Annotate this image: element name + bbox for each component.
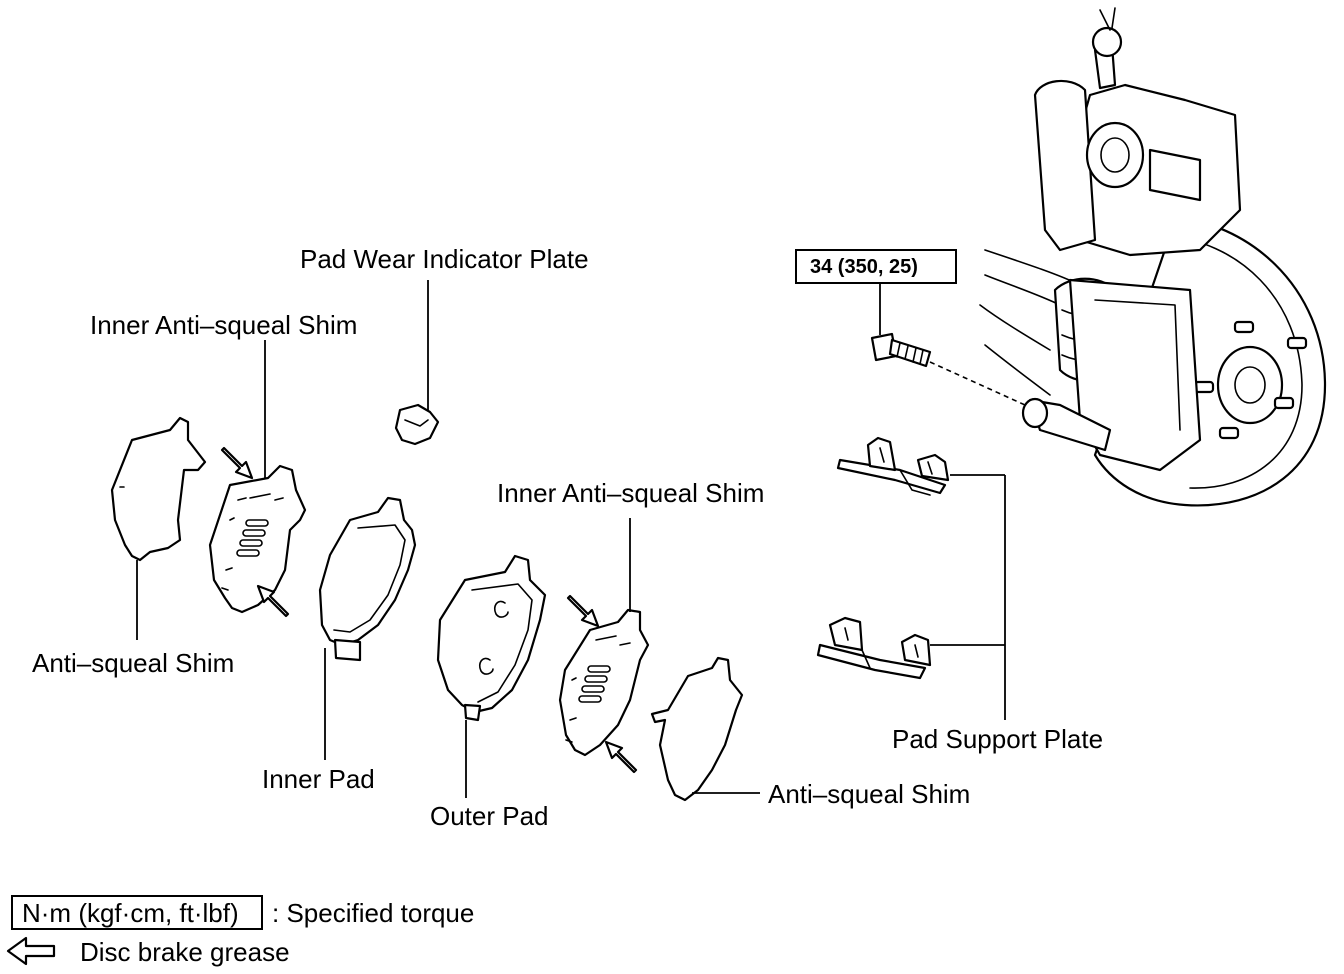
anti-squeal-shim-right-label: Anti–squeal Shim [768, 779, 970, 809]
caliper-bolt [870, 332, 1026, 406]
anti-squeal-shim-right [650, 656, 760, 802]
pad-support-plate-lower [816, 616, 932, 680]
grease-arrow-icon [6, 936, 56, 966]
outer-pad-label: Outer Pad [430, 801, 549, 831]
inner-pad [318, 496, 417, 760]
inner-anti-squeal-shim-left-label: Inner Anti–squeal Shim [90, 310, 357, 340]
inner-anti-squeal-shim-right-label: Inner Anti–squeal Shim [497, 478, 764, 508]
inner-anti-squeal-shim-right [558, 518, 650, 774]
torque-value-label: 34 (350, 25) [810, 256, 918, 278]
pad-wear-indicator-plate [394, 280, 440, 446]
torque-callout: 34 (350, 25) [795, 249, 957, 335]
pad-support-plate-upper [836, 436, 950, 496]
anti-squeal-shim-left-label: Anti–squeal Shim [32, 648, 234, 678]
outer-pad [436, 554, 547, 798]
torque-unit-box [11, 895, 263, 930]
grease-desc-label: Disc brake grease [80, 937, 290, 967]
inner-pad-label: Inner Pad [262, 764, 375, 794]
legend: N·m (kgf·cm, ft·lbf) : Specified torque … [6, 895, 474, 967]
inner-anti-squeal-shim-left [208, 340, 307, 618]
pad-wear-indicator-plate-label: Pad Wear Indicator Plate [300, 244, 589, 274]
pad-support-leader [930, 474, 1006, 720]
torque-desc-label: : Specified torque [272, 898, 474, 928]
torque-unit-label: N·m (kgf·cm, ft·lbf) [22, 898, 239, 928]
pad-support-plate-label: Pad Support Plate [892, 724, 1103, 754]
caliper-rotor-assembly [979, 7, 1327, 507]
anti-squeal-shim-left [110, 416, 207, 640]
